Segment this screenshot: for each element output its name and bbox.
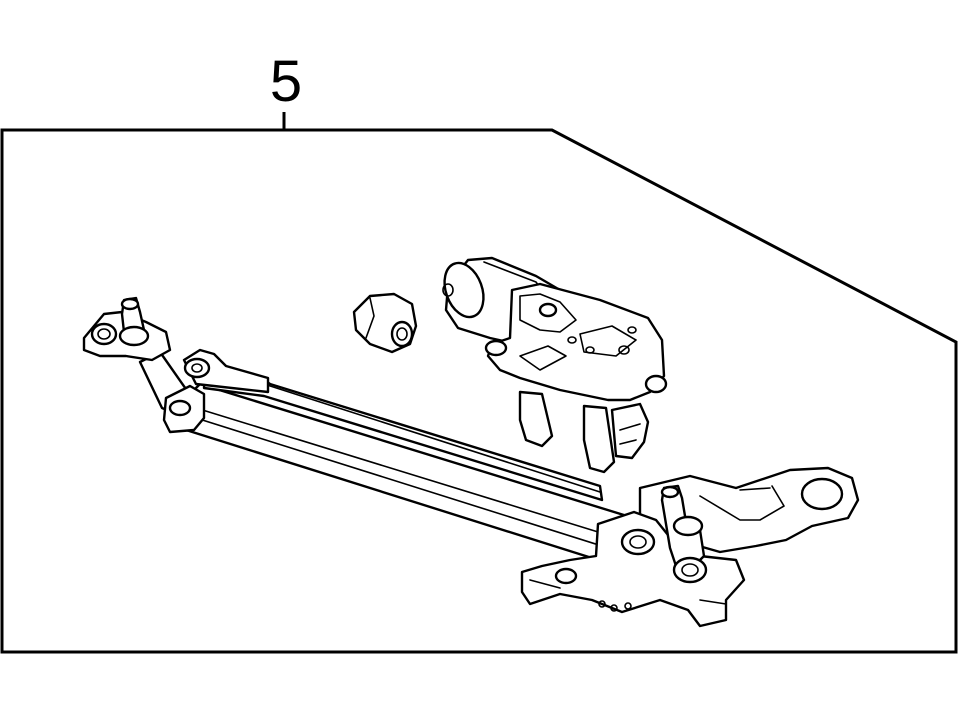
- motor-leg-left: [518, 390, 554, 448]
- motor-connector: [610, 402, 650, 460]
- wiper-motor: [442, 256, 668, 474]
- group-frame: [0, 128, 958, 654]
- callout-number: 5: [270, 49, 302, 114]
- motor-grommet: [352, 292, 418, 354]
- right-pivot-bracket: [520, 466, 860, 628]
- motor-leg-middle: [582, 404, 616, 474]
- wiper-linkage: [82, 296, 702, 600]
